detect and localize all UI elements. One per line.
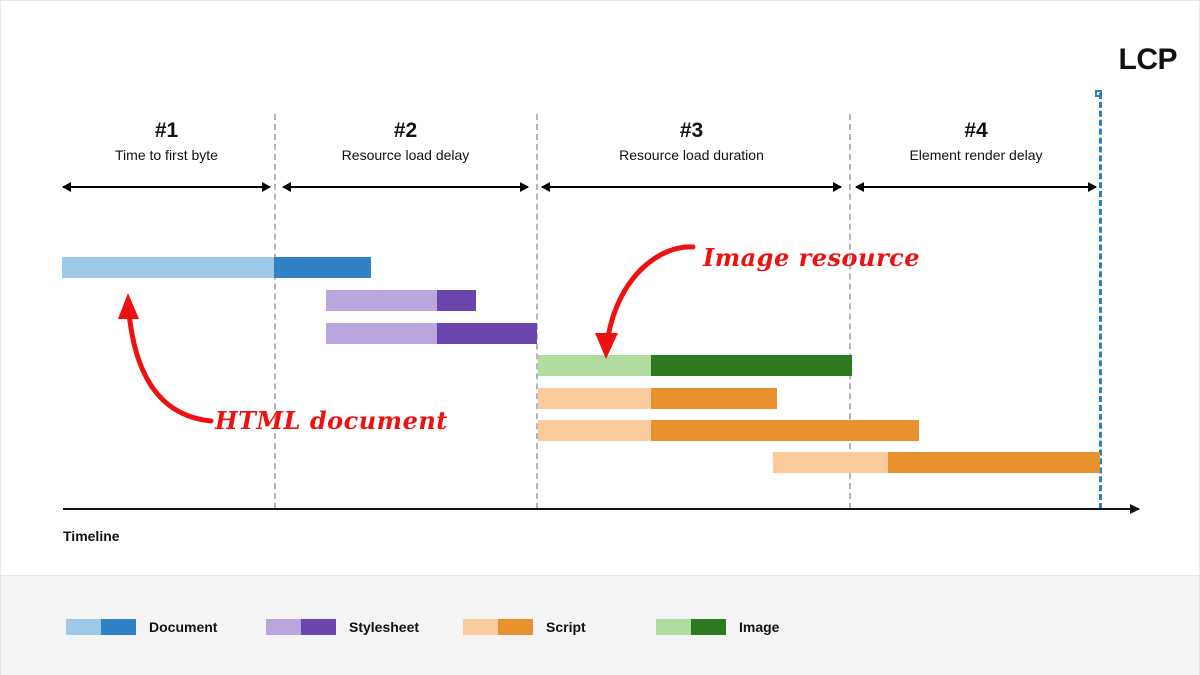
bar-segment-wait bbox=[62, 257, 274, 278]
bar-segment-download bbox=[651, 420, 919, 441]
legend-panel: Document Stylesheet Script Image bbox=[1, 575, 1199, 675]
bar-segment-wait bbox=[326, 323, 437, 344]
legend-swatch-dark bbox=[301, 619, 336, 635]
bar-segment-download bbox=[437, 323, 537, 344]
bar-script-5 bbox=[538, 388, 777, 409]
legend-swatch-dark bbox=[691, 619, 726, 635]
legend-swatch-light bbox=[66, 619, 101, 635]
timeline-axis-label: Timeline bbox=[63, 528, 120, 544]
bar-segment-wait bbox=[326, 290, 437, 311]
timeline-axis bbox=[63, 504, 1140, 514]
phase-separator-3 bbox=[849, 114, 851, 509]
phase-separator-1 bbox=[274, 114, 276, 509]
bar-segment-download bbox=[888, 452, 1100, 473]
phase-separator-2 bbox=[536, 114, 538, 509]
phase-1-number: #1 bbox=[154, 119, 179, 142]
legend-item-script[interactable]: Script bbox=[463, 619, 586, 635]
lcp-dashed-line bbox=[1099, 93, 1102, 509]
legend-swatch-document-icon bbox=[66, 619, 136, 635]
legend-item-image[interactable]: Image bbox=[656, 619, 779, 635]
legend-label-stylesheet: Stylesheet bbox=[349, 619, 420, 635]
phase-3-name: Resource load duration bbox=[619, 147, 764, 164]
bar-script-7 bbox=[773, 452, 1100, 473]
legend-swatch-light bbox=[463, 619, 498, 635]
phase-1-name: Time to first byte bbox=[115, 147, 218, 164]
phase-1-span-arrow bbox=[62, 182, 271, 192]
phase-4-name: Element render delay bbox=[909, 147, 1043, 164]
legend-swatch-image-icon bbox=[656, 619, 726, 635]
bar-segment-wait bbox=[538, 355, 651, 376]
legend-label-image: Image bbox=[739, 619, 780, 635]
bar-segment-wait bbox=[538, 420, 651, 441]
bar-image-4 bbox=[538, 355, 852, 376]
legend-swatch-light bbox=[656, 619, 691, 635]
lcp-label: LCP bbox=[1118, 43, 1178, 76]
bar-segment-download bbox=[651, 388, 777, 409]
phase-3-number: #3 bbox=[679, 119, 704, 142]
bar-segment-download bbox=[651, 355, 852, 376]
phase-2-name: Resource load delay bbox=[341, 147, 470, 164]
phase-4-span-arrow bbox=[855, 182, 1097, 192]
legend-item-stylesheet[interactable]: Stylesheet bbox=[266, 619, 419, 635]
bar-script-6 bbox=[538, 420, 919, 441]
bar-stylesheet-2 bbox=[326, 290, 476, 311]
legend-item-document[interactable]: Document bbox=[66, 619, 217, 635]
bar-document-1 bbox=[62, 257, 371, 278]
annotation-text-1: HTML document bbox=[215, 406, 448, 435]
legend-swatch-light bbox=[266, 619, 301, 635]
phase-4-number: #4 bbox=[964, 119, 988, 142]
annotation-text-2: Image resource bbox=[703, 243, 920, 272]
phase-3-span-arrow bbox=[541, 182, 842, 192]
bar-segment-wait bbox=[538, 388, 651, 409]
legend-label-document: Document bbox=[149, 619, 218, 635]
bar-segment-download bbox=[437, 290, 476, 311]
legend-swatch-stylesheet-icon bbox=[266, 619, 336, 635]
bar-segment-download bbox=[274, 257, 371, 278]
legend-swatch-script-icon bbox=[463, 619, 533, 635]
phase-2-number: #2 bbox=[393, 119, 418, 142]
image-resource-arrow-icon bbox=[595, 244, 696, 359]
legend-label-script: Script bbox=[546, 619, 586, 635]
phase-2-span-arrow bbox=[282, 182, 529, 192]
html-document-arrow-icon bbox=[118, 293, 214, 424]
legend-swatch-dark bbox=[498, 619, 533, 635]
bar-segment-wait bbox=[773, 452, 888, 473]
legend-swatch-dark bbox=[101, 619, 136, 635]
bar-stylesheet-3 bbox=[326, 323, 537, 344]
